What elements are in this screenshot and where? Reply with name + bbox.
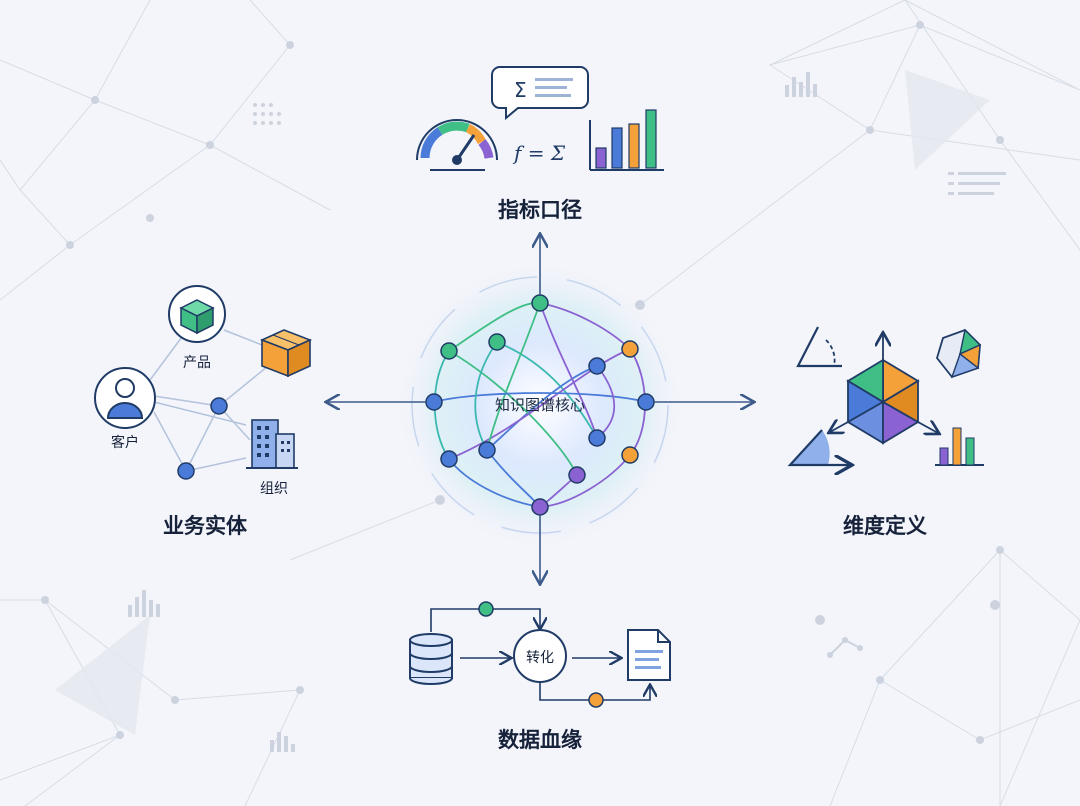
polygon-pie-icon	[937, 330, 980, 377]
core-label: 知识图谱核心	[495, 396, 585, 414]
product-cube-icon	[169, 286, 225, 342]
metrics-module: Σ f = Σ 指标口径	[417, 67, 664, 222]
document-icon	[628, 630, 670, 680]
gauge-icon	[417, 120, 497, 170]
lineage-node-green	[479, 602, 493, 616]
lineage-node-orange	[589, 693, 603, 707]
entity-links	[150, 318, 268, 471]
database-icon	[410, 634, 452, 684]
sigma-glyph: Σ	[514, 78, 527, 102]
dimensions-module: 维度定义	[790, 327, 984, 538]
customer-avatar-icon	[95, 368, 155, 428]
angle-top-icon	[798, 327, 842, 366]
entities-title: 业务实体	[163, 514, 248, 538]
building-icon	[246, 420, 298, 468]
transform-label: 转化	[526, 650, 554, 666]
dimensions-title: 维度定义	[843, 514, 927, 538]
org-label: 组织	[260, 481, 288, 497]
entities-module: 产品 客户 组织 业	[95, 286, 310, 538]
product-label: 产品	[183, 355, 211, 371]
customer-label: 客户	[111, 434, 139, 451]
angle-bottom-icon	[790, 430, 850, 465]
lineage-title: 数据血缘	[498, 728, 582, 752]
formula-text: f = Σ	[512, 141, 566, 165]
chat-bubble-icon: Σ	[492, 67, 588, 118]
mini-bar-chart-icon	[935, 428, 984, 465]
bar-chart-icon	[590, 110, 664, 170]
entity-node	[211, 398, 227, 414]
metrics-title: 指标口径	[498, 198, 582, 222]
lineage-module: 转化 数据血缘	[410, 602, 670, 752]
hexagon-cube-icon	[830, 334, 938, 443]
box-package-icon	[262, 330, 310, 376]
core-graph: 知识图谱核心	[400, 265, 680, 545]
entity-node	[178, 463, 194, 479]
